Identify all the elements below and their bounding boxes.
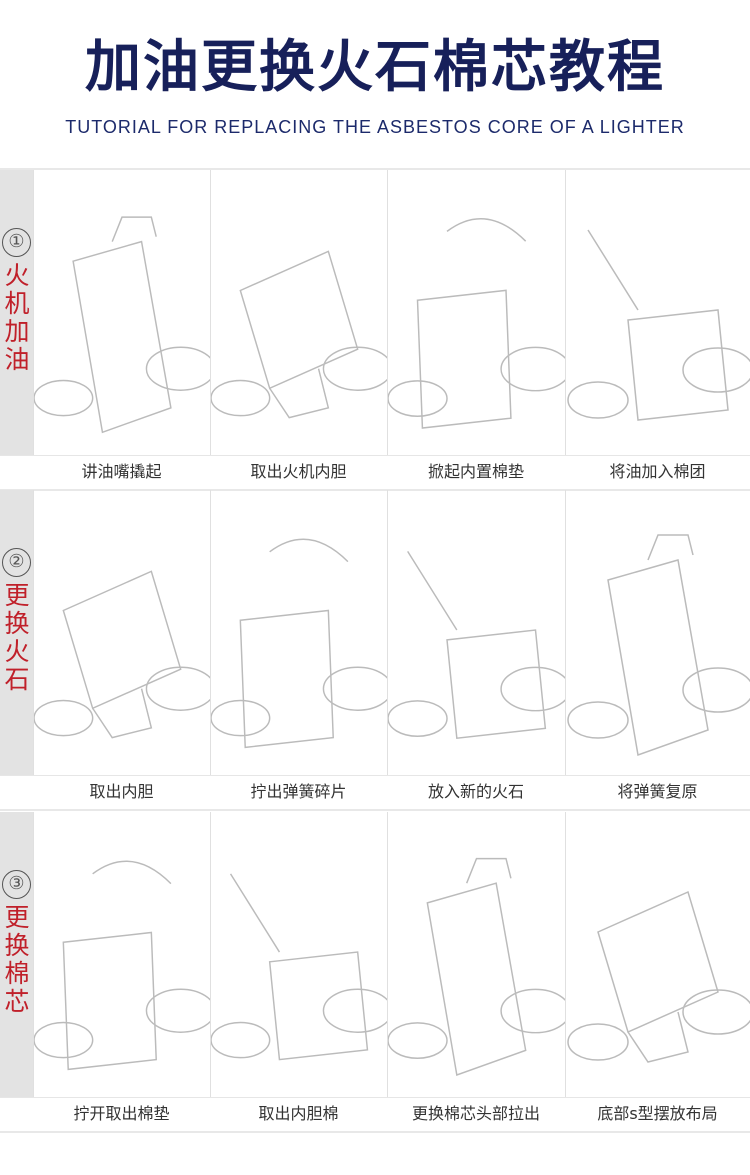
- lighter-sketch-image: [388, 218, 565, 429]
- divider: [0, 168, 750, 170]
- lighter-sketch-image: [388, 857, 565, 1076]
- step-illustration: [565, 490, 750, 775]
- step-caption: 底部s型摆放布局: [597, 1104, 718, 1123]
- step-illustration: [33, 490, 210, 775]
- section-label-char: 更: [4, 581, 30, 610]
- section-number: ③: [2, 870, 31, 899]
- section-label-char: 机: [4, 289, 30, 318]
- step-caption: 取出内胆: [89, 782, 154, 801]
- step-caption: 放入新的火石: [427, 782, 524, 801]
- step-illustration: [387, 170, 565, 455]
- divider: [0, 489, 750, 491]
- section-number: ②: [2, 548, 31, 577]
- section-label-char: 油: [4, 345, 30, 374]
- section-number: ①: [2, 228, 31, 257]
- section-label-char: 更: [4, 903, 30, 932]
- section-label: 火机加油: [3, 262, 31, 374]
- caption-bar: [0, 455, 750, 489]
- lighter-sketch-image: [211, 538, 387, 749]
- section-label: 更换火石: [3, 582, 31, 694]
- page-title: 加油更换火石棉芯教程: [85, 35, 665, 100]
- caption-bar: [0, 775, 750, 809]
- section-label-char: 火: [4, 261, 30, 290]
- divider: [0, 1131, 750, 1133]
- section-label-char: 加: [4, 317, 30, 346]
- step-illustration: [565, 170, 750, 455]
- step-caption: 将油加入棉团: [609, 462, 706, 481]
- step-caption: 拧开取出棉垫: [73, 1104, 170, 1123]
- step-illustration: [210, 490, 387, 775]
- step-caption: 更换棉芯头部拉出: [411, 1104, 540, 1123]
- lighter-sketch-image: [211, 250, 387, 419]
- page-subtitle: TUTORIAL FOR REPLACING THE ASBESTOS CORE…: [65, 117, 685, 137]
- section-label-char: 石: [4, 665, 30, 694]
- lighter-sketch-image: [34, 860, 210, 1071]
- step-illustration: [387, 490, 565, 775]
- step-caption: 取出火机内胆: [250, 462, 347, 481]
- step-illustration: [387, 812, 565, 1097]
- lighter-sketch-image: [567, 229, 750, 421]
- lighter-sketch-image: [211, 873, 387, 1061]
- lighter-sketch-image: [567, 890, 750, 1063]
- step-caption: 掀起内置棉垫: [427, 462, 524, 481]
- section-sidebar: ① 火机加油: [0, 170, 33, 455]
- lighter-sketch-image: [388, 550, 565, 740]
- caption-bar: [0, 1097, 750, 1131]
- section-label-char: 火: [4, 637, 30, 666]
- step-section: ③ 更换棉芯拧开取出棉垫 取出内胆棉 更换棉芯头部拉出 底部s型摆放布局: [0, 812, 750, 1134]
- step-illustration: [33, 812, 210, 1097]
- step-illustration: [565, 812, 750, 1097]
- lighter-sketch-image: [567, 534, 750, 757]
- section-sidebar: ③ 更换棉芯: [0, 812, 33, 1097]
- step-illustration: [210, 812, 387, 1097]
- step-caption: 讲油嘴撬起: [81, 462, 162, 481]
- step-caption: 将弹簧复原: [617, 782, 698, 801]
- section-label-char: 换: [4, 931, 30, 960]
- step-caption: 拧出弹簧碎片: [250, 782, 347, 801]
- step-illustration: [33, 170, 210, 455]
- section-label: 更换棉芯: [3, 904, 31, 1016]
- step-section: ② 更换火石取出内胆 拧出弹簧碎片 放入新的火石 将弹簧复原: [0, 490, 750, 812]
- lighter-sketch-image: [34, 570, 210, 739]
- lighter-sketch-image: [34, 216, 210, 434]
- section-label-char: 换: [4, 609, 30, 638]
- section-label-char: 芯: [4, 987, 30, 1016]
- step-section: ① 火机加油讲油嘴撬起 取出火机内胆 掀起内置棉垫 将油加入棉团: [0, 170, 750, 492]
- section-label-char: 棉: [4, 959, 30, 988]
- divider: [0, 809, 750, 811]
- step-caption: 取出内胆棉: [258, 1104, 339, 1123]
- section-sidebar: ② 更换火石: [0, 490, 33, 775]
- step-illustration: [210, 170, 387, 455]
